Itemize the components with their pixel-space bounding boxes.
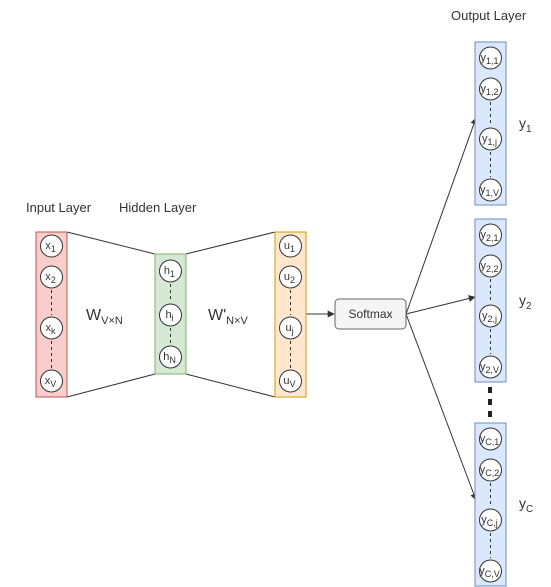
hidden-node-label-2: hi	[165, 309, 173, 323]
input-node-label-4: xV	[45, 375, 57, 389]
outputs-ellipsis-dot-3	[488, 411, 492, 417]
outputs-ellipsis-dot-1	[488, 387, 492, 393]
output-2-node-label-4: y2,V	[480, 361, 499, 375]
output-2-node-2	[479, 254, 502, 278]
hidden-node-3	[159, 345, 182, 369]
hidden-node-1	[159, 259, 182, 283]
output-1-node-4	[479, 178, 502, 202]
connector-hidden-u-bottom	[185, 373, 276, 398]
outputs-ellipsis-dot-2	[488, 399, 492, 405]
output-3-node-4	[479, 559, 502, 583]
u-node-1	[279, 234, 302, 258]
output-2-node-label-3: y2,j	[482, 310, 497, 324]
u-node-4	[279, 369, 302, 393]
input-node-label-2: x2	[45, 271, 56, 285]
u-node-2	[279, 265, 302, 289]
input-layer-label: Input Layer	[26, 200, 92, 215]
input-node-label-1: x1	[45, 240, 56, 254]
connector-hidden-u-top	[185, 231, 276, 255]
u-node-label-2: u2	[284, 271, 295, 285]
softmax-label: Softmax	[348, 307, 392, 321]
u-node-label-4: uV	[283, 375, 295, 389]
output-1-node-3	[479, 127, 502, 151]
output-1-label: y1	[519, 115, 532, 135]
arrow-softmax-to-y1	[405, 117, 478, 315]
u-node-label-1: u1	[284, 240, 295, 254]
u-node-label-3: uj	[285, 322, 293, 336]
arrow-softmax-to-y2	[405, 295, 476, 315]
output-3-node-label-2: yC,2	[480, 464, 500, 478]
input-node-1	[40, 234, 63, 258]
output-1-node-label-4: y1,V	[480, 184, 499, 198]
connector-input-hidden-bottom	[66, 373, 156, 398]
weight-label-hidden-output: W'N×V	[208, 307, 249, 327]
hidden-node-2	[159, 303, 182, 327]
output-1-node-label-2: y1,2	[480, 83, 498, 97]
hidden-layer-label: Hidden Layer	[119, 200, 197, 215]
input-node-3	[40, 316, 63, 340]
output-3-node-label-3: yC,j	[481, 514, 498, 528]
output-layer-label: Output Layer	[451, 8, 527, 23]
softmax-box	[334, 298, 407, 330]
output-2-label: y2	[519, 292, 532, 312]
output-2-node-label-1: y2,1	[480, 229, 498, 243]
weight-label-input-hidden: WV×N	[86, 307, 123, 327]
hidden-node-label-1: h1	[164, 265, 175, 279]
arrow-softmax-to-yc	[405, 313, 478, 501]
input-node-4	[40, 369, 63, 393]
output-3-node-label-1: yC,1	[480, 433, 500, 447]
input-node-2	[40, 265, 63, 289]
output-1-node-1	[479, 46, 502, 70]
output-2-node-3	[479, 304, 502, 328]
u-node-3	[279, 316, 302, 340]
output-3-node-3	[479, 508, 502, 532]
output-2-node-label-2: y2,2	[480, 260, 498, 274]
output-3-node-2	[479, 458, 502, 482]
output-3-label: yC	[519, 495, 533, 515]
output-3-node-1	[479, 427, 502, 451]
input-node-label-3: xk	[46, 322, 57, 336]
hidden-node-label-3: hN	[163, 351, 176, 365]
output-1-node-2	[479, 77, 502, 101]
output-3-node-label-4: yC,V	[479, 565, 500, 579]
output-1-node-label-3: y1,j	[482, 133, 497, 147]
output-1-node-label-1: y1,1	[480, 52, 498, 66]
output-2-node-4	[479, 355, 502, 379]
connector-input-hidden-top	[66, 231, 156, 255]
output-2-node-1	[479, 223, 502, 247]
